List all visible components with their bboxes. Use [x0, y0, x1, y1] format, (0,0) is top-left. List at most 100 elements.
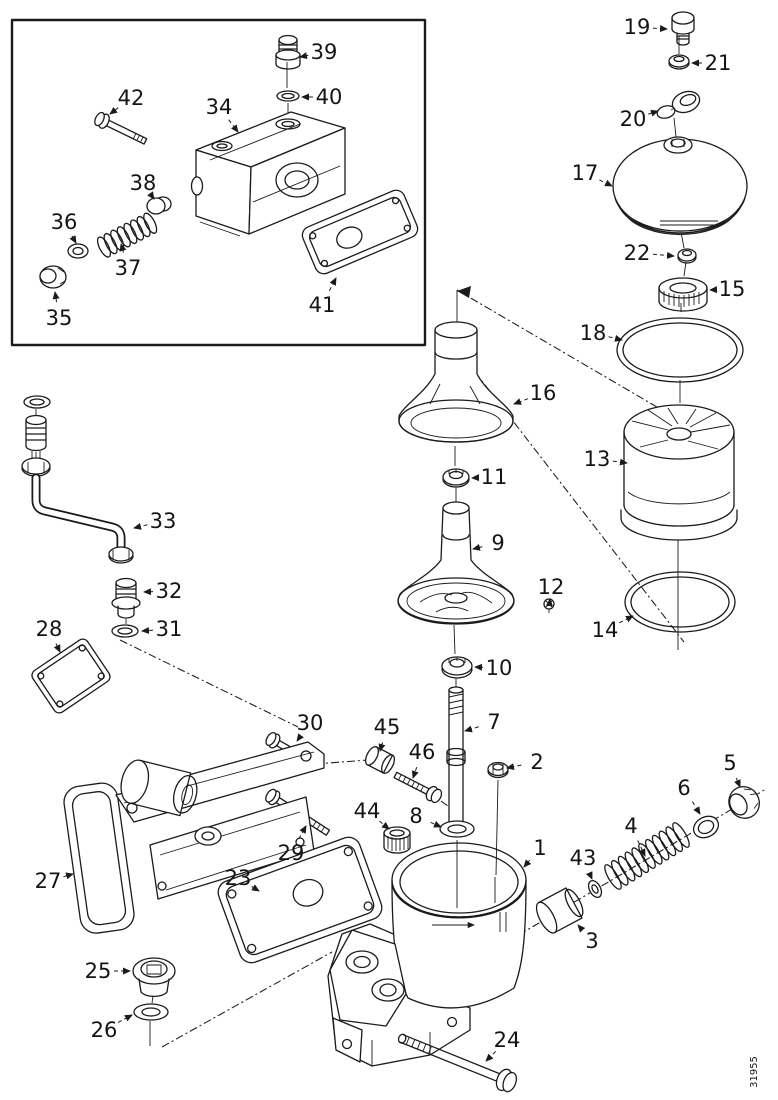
leader-line — [298, 825, 307, 840]
leader-line — [523, 859, 532, 868]
callout-label: 33 — [150, 509, 177, 533]
part-37-spring — [96, 212, 158, 258]
part-12-screw — [543, 598, 555, 613]
callout-label: 43 — [570, 846, 597, 870]
callout-label: 13 — [584, 447, 611, 471]
part-25-plug — [132, 957, 176, 998]
part-17-dome-cover — [612, 136, 748, 236]
callout-label: 44 — [354, 799, 381, 823]
callout-label: 18 — [580, 321, 607, 345]
leader-line — [472, 543, 483, 551]
part-26-washer — [133, 1003, 169, 1021]
right-column — [612, 11, 748, 650]
left-side — [21, 395, 383, 1046]
leader-line — [608, 334, 623, 342]
part-20-clip — [656, 90, 701, 119]
leader-line — [599, 179, 613, 187]
part-10-nut — [441, 656, 473, 679]
callout-label: 1 — [533, 836, 546, 860]
part-11-nut — [442, 468, 470, 488]
leader-line — [299, 52, 309, 59]
part-5-cap — [728, 786, 760, 819]
part-35-plug — [39, 265, 67, 289]
callout-label: 3 — [585, 929, 598, 953]
callout-label: 15 — [719, 277, 746, 301]
part-4-spring — [604, 822, 690, 890]
leader-line — [69, 235, 77, 244]
part-9-rotor — [397, 501, 515, 625]
callout-label: 22 — [624, 241, 651, 265]
leader-line — [652, 251, 675, 259]
part-21-nut — [668, 54, 690, 70]
part-45-spacer — [364, 746, 396, 774]
center-column — [265, 286, 555, 908]
callout-label: 31 — [156, 617, 183, 641]
callout-label: 17 — [572, 161, 599, 185]
callout-label: 39 — [311, 40, 338, 64]
part-40-washer — [276, 90, 300, 102]
callout-label: 35 — [46, 306, 73, 330]
part-23-gasket — [217, 836, 383, 964]
leader-line — [411, 766, 419, 779]
callout-label: 26 — [91, 1018, 118, 1042]
callout-label: 2 — [530, 750, 543, 774]
part-46-bolt — [393, 771, 443, 804]
leader-line — [141, 626, 154, 634]
leader-line — [506, 763, 522, 771]
leader-line — [464, 725, 479, 733]
part-14-o-ring — [624, 571, 736, 633]
callout-label: 38 — [130, 171, 157, 195]
part-16-funnel — [398, 321, 514, 443]
callout-label: 23 — [225, 866, 252, 890]
callout-label: 5 — [723, 751, 736, 775]
part-22-nut — [677, 248, 697, 264]
part-31-washer — [111, 624, 139, 638]
part-6-seal-ring — [692, 815, 720, 839]
callout-label: 16 — [530, 381, 557, 405]
callout-label: 24 — [494, 1028, 521, 1052]
part-1-bowl — [391, 842, 527, 1009]
callout-label: 41 — [309, 293, 336, 317]
leader-line — [147, 191, 155, 200]
part-36-washer — [67, 243, 89, 259]
callout-label: 11 — [481, 465, 508, 489]
callout-label: 19 — [624, 15, 651, 39]
callout-label: 28 — [36, 617, 63, 641]
callout-label: 40 — [316, 85, 343, 109]
leader-line — [577, 924, 586, 933]
leader-line — [119, 243, 127, 253]
leader-line — [379, 820, 390, 830]
callout-label: 46 — [409, 740, 436, 764]
leader-line — [619, 615, 634, 624]
callout-label: 27 — [35, 869, 62, 893]
callout-label: 30 — [297, 711, 324, 735]
callout-label: 4 — [624, 814, 637, 838]
leader-line — [228, 119, 239, 133]
part-39-fitting — [275, 34, 301, 70]
drawing-number: 31955 — [749, 1056, 760, 1088]
leader-line — [637, 840, 646, 857]
callout-label: 25 — [85, 959, 112, 983]
callout-label: 6 — [677, 776, 690, 800]
leader-line — [117, 1014, 133, 1023]
part-28-gasket — [31, 638, 111, 714]
part-base-front — [329, 929, 458, 1066]
callout-label: 21 — [705, 51, 732, 75]
part-43-washer — [587, 879, 603, 899]
part-18-o-ring — [616, 317, 744, 383]
part-34-housing — [190, 111, 346, 237]
leader-line — [109, 106, 119, 115]
leader-line — [328, 277, 337, 292]
callout-label: 36 — [51, 210, 78, 234]
leader-line — [734, 777, 741, 788]
part-32-adaptor — [111, 577, 141, 619]
part-38-piston — [146, 196, 172, 215]
callout-label: 8 — [409, 804, 422, 828]
leader-line — [691, 801, 701, 815]
part-42-bolt — [94, 111, 148, 145]
part-44-nut — [383, 826, 411, 854]
leader-line — [378, 742, 386, 752]
bowl-and-base — [327, 842, 527, 1093]
